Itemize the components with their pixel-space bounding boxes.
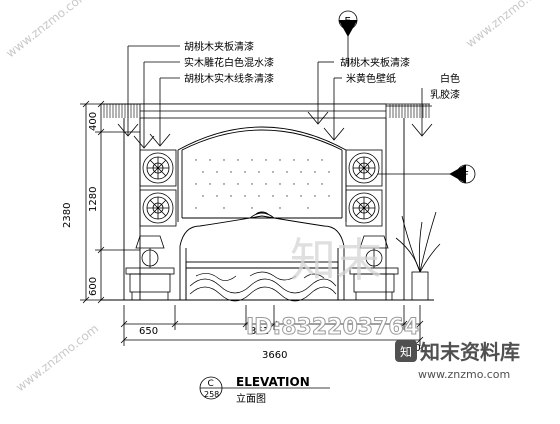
dim-bottom-total: 3660 [262,350,287,361]
title-detail-letter: C [208,379,214,389]
dim-bottom-361: 361 [250,326,269,337]
ceiling-band [100,103,432,119]
section-marker-f [378,164,476,184]
watermark-logo-chars: 知末 [290,233,382,287]
right-lamp [359,235,389,268]
section-marker-e [338,10,358,66]
annotation-left-1: 胡桃木夹板清漆 [184,40,254,53]
headboard-dot-pattern [195,159,330,209]
watermark-site-cn: 知末资料库 [420,340,520,364]
right-rosette-column [345,149,383,227]
annotation-right-2: 米黄色壁纸 [346,72,396,85]
watermark-id: ID:832203764 [246,315,419,340]
ceiling-hatching [103,104,430,118]
watermark-url-bottom-left: www.znzmo.com [13,321,101,394]
watermark-brand: 知 [395,340,417,362]
dim-vertical-1280: 1280 [88,187,99,212]
section-marker-f-label: F [463,170,469,181]
watermark-logo-icon [395,340,417,362]
dim-vertical-total: 2380 [62,203,73,228]
dim-bottom-200: 200 [408,343,427,354]
bed-frame [185,261,339,301]
bed-wave-pattern [189,271,337,302]
headboard-panel [177,126,347,222]
title-sheet-number: 258 [204,390,219,399]
watermark-url: www.znzmo.com [418,368,510,381]
left-rosette-column [139,149,177,227]
annotation-far-right-1: 白色 [440,72,460,85]
watermark-url-top-left: www.znzmo.com [3,0,91,60]
section-marker-e-label: E [345,16,351,27]
annotation-far-right-2: 乳胶漆 [430,88,460,101]
title-block-symbol [199,376,330,400]
dim-vertical-600: 600 [88,277,99,296]
left-nightstand [125,267,175,300]
title-english: ELEVATION [236,375,310,389]
annotation-right-1: 胡桃木夹板清漆 [340,56,410,69]
dim-vertical-400: 400 [88,112,99,131]
annotation-left-2: 实木雕花白色混水漆 [184,56,274,69]
watermark-url-top-right: www.znzmo.com [463,0,551,50]
leader-lines [127,45,423,148]
dim-bottom-650: 650 [139,326,158,337]
title-chinese: 立面图 [236,392,266,405]
left-lamp [135,235,165,268]
annotation-left-3: 胡桃木实木线条清漆 [184,72,274,85]
horizontal-dimension-chain [120,305,424,346]
decorative-plant [395,211,441,301]
watermark-logo-icon-glyph: 知 [400,345,412,359]
leader-arrowheads [117,111,433,149]
